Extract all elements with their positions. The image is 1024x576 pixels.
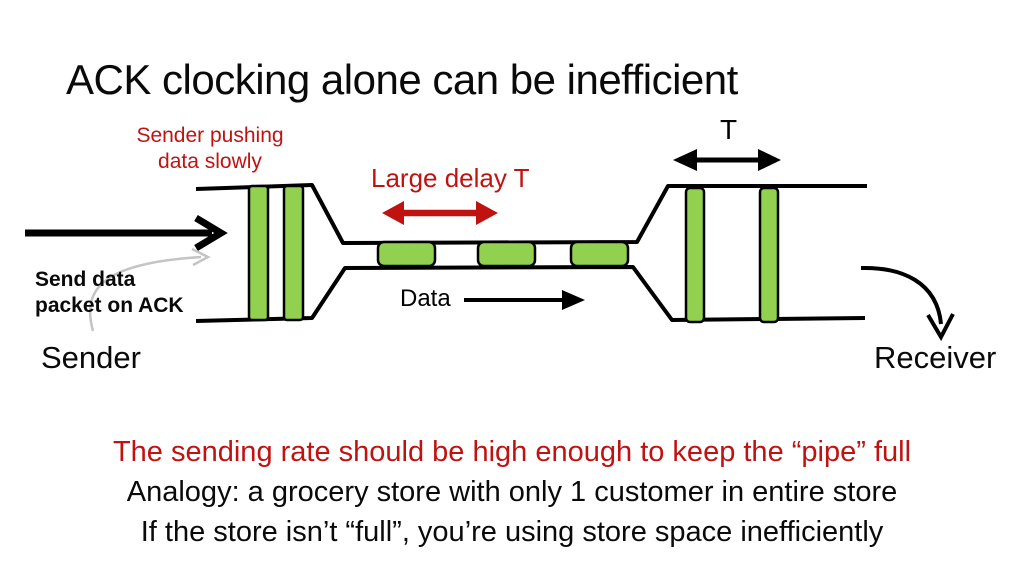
to-receiver-arrow-curve xyxy=(860,265,943,325)
large-delay-label: Large delay T xyxy=(371,163,530,193)
footer-notes: The sending rate should be high enough t… xyxy=(0,432,1024,552)
sender-label: Sender xyxy=(41,340,141,375)
sender-queue-packet-2 xyxy=(282,184,305,322)
ack-clock-arrow xyxy=(25,214,228,252)
sender-queue-packet-1 xyxy=(247,184,270,322)
data-arrowhead xyxy=(562,290,585,310)
delay-arrowhead-right xyxy=(476,201,498,225)
footer-line-analogy: Analogy: a grocery store with only 1 cus… xyxy=(126,476,898,508)
to-receiver-arrowhead xyxy=(926,313,955,342)
footer-line-store-space: If the store isn’t “full”, you’re using … xyxy=(140,516,884,548)
ack-clock-arrowhead xyxy=(194,214,228,252)
sender-pushing-note: Sender pushing data slowly xyxy=(100,123,320,175)
delay-span-arrow xyxy=(382,201,498,225)
rtt-arrowhead-left xyxy=(673,149,697,171)
rtt-span-arrow xyxy=(673,149,781,171)
sender-pushing-note-line1: Sender pushing xyxy=(136,124,284,147)
slide-title: ACK clocking alone can be inefficient xyxy=(66,56,738,103)
send-on-ack-arrow xyxy=(88,247,211,332)
in-flight-packet-1 xyxy=(376,240,437,268)
receiver-label: Receiver xyxy=(874,340,997,375)
rtt-label: T xyxy=(719,114,738,145)
data-direction-arrow xyxy=(464,290,585,310)
send-packet-note-line1: Send data xyxy=(35,268,136,291)
in-flight-packet-3 xyxy=(569,240,630,268)
rtt-arrowhead-right xyxy=(758,149,781,171)
receiver-packet-2 xyxy=(758,186,780,324)
sender-pushing-note-line2: data slowly xyxy=(158,150,262,173)
footer-line-sending-rate: The sending rate should be high enough t… xyxy=(112,436,912,468)
to-receiver-arrow xyxy=(860,265,955,342)
in-flight-packet-2 xyxy=(476,240,537,268)
receiver-packet-1 xyxy=(684,186,706,324)
delay-arrowhead-left xyxy=(382,201,404,225)
send-packet-note: Send data packet on ACK xyxy=(35,267,184,319)
send-on-ack-arrowhead xyxy=(191,247,211,267)
data-label: Data xyxy=(400,285,451,312)
send-on-ack-arrow-curve xyxy=(88,255,202,332)
send-packet-note-line2: packet on ACK xyxy=(35,294,184,317)
